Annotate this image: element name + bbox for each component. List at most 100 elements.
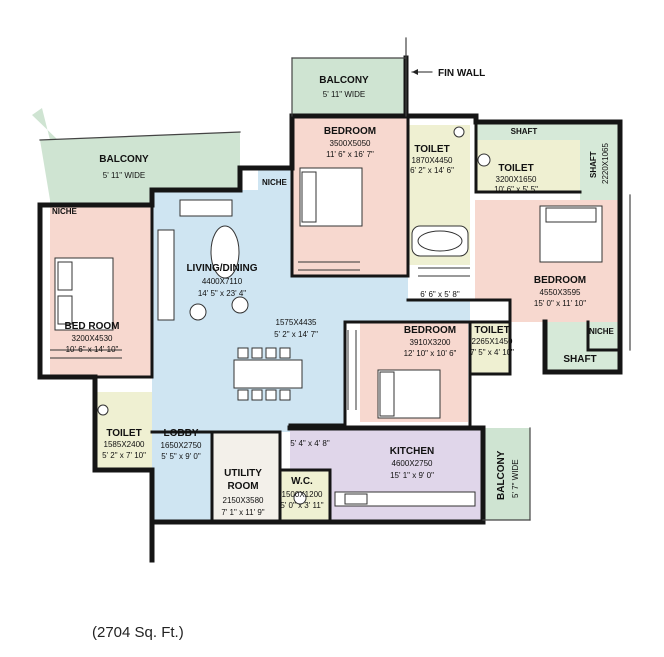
- toilet-right-dim2: 10' 6" x 5' 5": [494, 185, 538, 194]
- wc-toilet: [293, 491, 307, 505]
- balcony-kitchen-label: BALCONY: [496, 450, 507, 500]
- wardrobe-right: [418, 267, 470, 277]
- sofa-left: [157, 229, 175, 321]
- toilet-right-fill: [476, 140, 580, 192]
- bed-top-pillow: [301, 171, 317, 223]
- armchair-1: [189, 303, 207, 321]
- living-label: LIVING/DINING: [186, 263, 257, 274]
- balcony-top-fill: [292, 58, 404, 116]
- wardrobe-left: [50, 349, 122, 359]
- toilet-top-fixture: [453, 126, 465, 138]
- wardrobe-mid: [347, 330, 357, 410]
- balcony-left-dim: 5' 11" WIDE: [103, 171, 145, 180]
- kitchen-dim2: 15' 1" x 9' 0": [390, 471, 434, 480]
- shaft-right-label: SHAFT: [563, 354, 596, 365]
- toilet-top-dim2: 6' 2" x 14' 6": [410, 166, 454, 175]
- bedroom-top-dim2: 11' 6" x 16' 7": [326, 150, 374, 159]
- bedroom-mid-label: BEDROOM: [404, 325, 456, 336]
- living-dim1: 4400X7110: [202, 277, 243, 286]
- inner-walls: [93, 114, 622, 524]
- store-dim: 5' 4" x 4' 8": [290, 439, 330, 448]
- toilet-left-dim2: 5' 2" x 7' 10": [102, 451, 146, 460]
- dining-chair-5: [237, 389, 249, 401]
- toilet-right-dim1: 3200X1650: [496, 175, 537, 184]
- utility-dim2: 7' 1" x 11' 9": [221, 508, 264, 517]
- bedroom-left-label: BED ROOM: [65, 321, 120, 332]
- balcony-top-dim: 5' 11" WIDE: [323, 90, 365, 99]
- kitchen-dim1: 4600X2750: [392, 459, 433, 468]
- bedroom-mid-dim2: 12' 10" x 10' 6": [404, 349, 457, 358]
- utility-dim1: 2150X3580: [223, 496, 264, 505]
- dining-chair-8: [279, 389, 291, 401]
- bedroom-right-label: BEDROOM: [534, 275, 586, 286]
- toilet-left-label: TOILET: [106, 428, 141, 439]
- toilet-mid-fill: [470, 322, 510, 374]
- bedroom-top-dim1: 3500X5050: [330, 139, 371, 148]
- niche-left-label: NICHE: [52, 207, 78, 216]
- wc-label: W.C.: [291, 476, 313, 487]
- bed-right-pillow: [545, 207, 597, 223]
- toilet-mid-dim1: 2265X1450: [472, 337, 513, 346]
- dining-chair-1: [237, 347, 249, 359]
- balcony-top-label: BALCONY: [319, 75, 369, 86]
- toilet-left-fixture: [97, 404, 109, 416]
- bedroom-top-label: BEDROOM: [324, 126, 376, 137]
- lobby-dim1: 1650X2750: [161, 441, 202, 450]
- bed-mid-pillow: [379, 371, 395, 417]
- wc-dim2: 5' 0" x 3' 11": [280, 501, 323, 510]
- wardrobe-top: [298, 261, 360, 271]
- area-caption: (2704 Sq. Ft.): [92, 624, 184, 641]
- living-dim2: 14' 5" x 23' 4": [198, 289, 246, 298]
- dining-chair-3: [265, 347, 277, 359]
- shaft-vertical-dim: 2220X1065: [601, 143, 610, 184]
- lobby-dim2: 5' 5" x 9' 0": [161, 452, 201, 461]
- fin-wall-arrowhead: [412, 69, 418, 75]
- kitchen-label: KITCHEN: [390, 446, 434, 457]
- utility-fill: [212, 432, 280, 522]
- toilet-right-fixture: [477, 153, 491, 167]
- toilet-mid-dim2: 7' 5" x 4' 10": [470, 348, 514, 357]
- balcony-left-rail: [39, 131, 241, 141]
- bedroom-mid-dim1: 3910X3200: [410, 338, 451, 347]
- shaft-right-fill: [545, 322, 620, 372]
- wc-dim1: 1500X1200: [282, 490, 323, 499]
- dining-chair-2: [251, 347, 263, 359]
- bathtub-basin: [417, 230, 463, 252]
- dining-dim1: 1575X4435: [276, 318, 317, 327]
- kitchen-counter: [334, 491, 476, 507]
- dining-dim2: 5' 2" x 14' 7": [274, 330, 318, 339]
- armchair-2: [231, 296, 249, 314]
- toilet-left-dim1: 1585X2400: [104, 440, 145, 449]
- dining-table: [233, 359, 303, 389]
- passage-dim: 6' 6" x 5' 8": [420, 290, 460, 299]
- toilet-top-dim1: 1870X4450: [412, 156, 453, 165]
- bedroom-right-dim2: 15' 0" x 11' 10": [534, 299, 586, 308]
- bed-left-pillow-2: [57, 295, 73, 325]
- living-table: [210, 225, 240, 279]
- toilet-mid-label: TOILET: [474, 325, 509, 336]
- balcony-kitchen-dim: 5' 7" WIDE: [511, 459, 520, 498]
- bedroom-left-dim1: 3200X4530: [72, 334, 113, 343]
- lobby-fill: [152, 432, 212, 522]
- dining-chair-7: [265, 389, 277, 401]
- bedroom-right-dim1: 4550X3595: [540, 288, 581, 297]
- bed-left-pillow-1: [57, 261, 73, 291]
- utility-label: UTILITY: [224, 468, 262, 479]
- shaft-vertical-fill: [580, 122, 620, 200]
- utility-label-2: ROOM: [227, 481, 258, 492]
- balcony-left-poly: [40, 132, 240, 200]
- bedroom-left-dim2: 10' 6" x 14' 10": [66, 345, 119, 354]
- sofa-top: [179, 199, 233, 217]
- shaft-top-label: SHAFT: [511, 127, 538, 136]
- dining-chair-6: [251, 389, 263, 401]
- fin-wall-label: FIN WALL: [438, 68, 485, 79]
- lobby-label: LOBBY: [164, 428, 199, 439]
- shaft-vertical-label: SHAFT: [589, 151, 598, 178]
- kitchen-sink: [344, 493, 368, 505]
- toilet-top-label: TOILET: [414, 144, 449, 155]
- niche-right-label: NICHE: [589, 327, 615, 336]
- shaft-top-fill: [476, 122, 580, 140]
- toilet-right-label: TOILET: [498, 163, 533, 174]
- balcony-left-label: BALCONY: [99, 154, 149, 165]
